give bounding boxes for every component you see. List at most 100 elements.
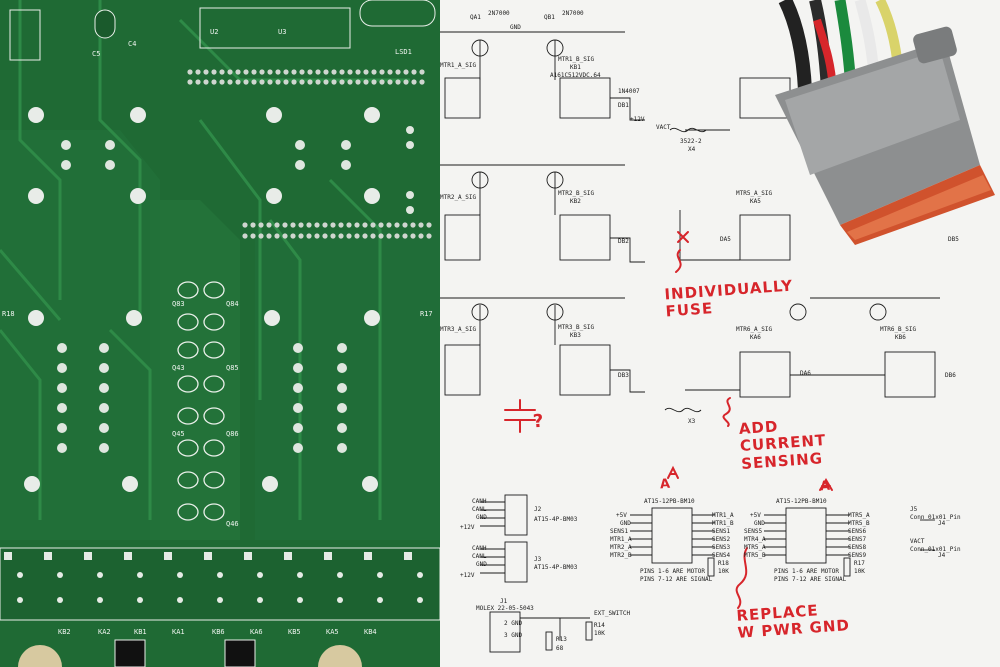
sch-label: 2N7000 xyxy=(562,10,584,17)
sch-label: 2N7000 xyxy=(488,10,510,17)
sch-label: DB6 xyxy=(945,372,956,379)
sch-label: J2 xyxy=(534,506,542,513)
sch-label: SENS1 xyxy=(610,528,629,535)
sch-label: SENS8 xyxy=(848,544,867,551)
sch-label: SENS5 xyxy=(744,528,763,535)
sch-label: VACT xyxy=(656,124,671,131)
sch-label: DB1 xyxy=(618,102,629,109)
sch-label: J4 xyxy=(938,520,946,527)
sch-label: J5 xyxy=(910,506,918,513)
note-question-mark: ? xyxy=(532,410,546,433)
sch-label: KA6 xyxy=(750,334,761,341)
sch-label: 10K xyxy=(854,568,865,575)
sch-label: J1 xyxy=(500,598,508,605)
sch-label: MTR3_A_SIG xyxy=(440,326,477,333)
sch-label: MTR1_A xyxy=(712,512,734,519)
sch-label: MTR2_B_SIG xyxy=(558,190,595,197)
sch-label: MOLEX 22-05-5043 xyxy=(476,605,534,612)
sch-label: R13 xyxy=(556,636,567,643)
sch-label: DB5 xyxy=(948,236,959,243)
sch-label: EXT_SWITCH xyxy=(594,610,631,617)
sch-label: CANH xyxy=(472,545,487,552)
pcb-artwork xyxy=(0,0,441,667)
sch-label: MTR1_B_SIG xyxy=(558,56,595,63)
sch-label: MTR6_A_SIG xyxy=(736,326,773,333)
pcb-label: R17 xyxy=(420,310,433,318)
sch-label: PINS 7-12 ARE SIGNAL xyxy=(640,576,713,583)
sch-label: GND xyxy=(754,520,765,527)
note-add-current-sensing: ADD CURRENT SENSING xyxy=(738,417,827,473)
pcb-label: KA1 xyxy=(172,628,185,636)
sch-label: GND xyxy=(476,514,487,521)
sch-label: 10K xyxy=(594,630,605,637)
sch-label: AT15-12PB-BM10 xyxy=(644,498,695,505)
sch-label: X3 xyxy=(688,418,696,425)
sch-label: QA1 xyxy=(470,14,481,21)
sch-label: DB3 xyxy=(618,372,629,379)
pcb-board: U2 U3 C5 C4 LSD1 R18 R17 Q83 Q84 Q43 Q85… xyxy=(0,0,441,667)
pcb-label: LSD1 xyxy=(395,48,412,56)
sch-label: SENS4 xyxy=(712,552,731,559)
pcb-label: U2 xyxy=(210,28,219,36)
sch-label: MTR4_A xyxy=(744,536,766,543)
sch-label: +5V xyxy=(750,512,761,519)
pcb-label: Q83 xyxy=(172,300,185,308)
pcb-label: KB2 xyxy=(58,628,71,636)
sch-label: MTR5_B xyxy=(848,520,870,527)
sch-label: X4 xyxy=(688,146,696,153)
sch-label: KB2 xyxy=(570,198,581,205)
sch-label: AT15-12PB-BM10 xyxy=(776,498,827,505)
sch-label: CANL xyxy=(472,553,487,560)
wire-connector xyxy=(755,0,1000,250)
sch-label: KB6 xyxy=(895,334,906,341)
sch-label: R18 xyxy=(718,560,729,567)
pcb-label: KB6 xyxy=(212,628,225,636)
sch-label: MTR2_B xyxy=(610,552,632,559)
sch-label: PINS 7-12 ARE SIGNAL xyxy=(774,576,847,583)
sch-label: J4 xyxy=(938,552,946,559)
sch-label: 3522-2 xyxy=(680,138,702,145)
sch-label: KB1 xyxy=(570,64,581,71)
sch-label: 2 GND xyxy=(504,620,523,627)
pcb-label: Q46 xyxy=(226,520,239,528)
pcb-label: Q84 xyxy=(226,300,239,308)
sch-label: GND xyxy=(620,520,631,527)
sch-label: GND xyxy=(476,561,487,568)
note-mark-a-right: A xyxy=(819,478,832,495)
sch-label: AT15-4P-BM03 xyxy=(534,564,578,571)
pcb-label: C4 xyxy=(128,40,137,48)
sch-label: MTR5_A_SIG xyxy=(736,190,773,197)
pcb-label: KB4 xyxy=(364,628,377,636)
sch-label: R14 xyxy=(594,622,605,629)
sch-label: KA5 xyxy=(750,198,761,205)
sch-label: MTR1_A xyxy=(610,536,632,543)
pcb-label: KA2 xyxy=(98,628,111,636)
sch-label: +12V xyxy=(460,524,475,531)
pcb-label: Q45 xyxy=(172,430,185,438)
sch-label: SENS1 xyxy=(712,528,731,535)
sch-label: Conn_01x01_Pin xyxy=(910,514,961,521)
sch-label: +5V xyxy=(616,512,627,519)
sch-label: MTR1_B xyxy=(712,520,734,527)
sch-label: PINS 1-6 ARE MOTOR xyxy=(640,568,706,575)
pcb-label: Q43 xyxy=(172,364,185,372)
pcb-label: C5 xyxy=(92,50,101,58)
sch-label: MTR6_B_SIG xyxy=(880,326,917,333)
sch-label: 68 xyxy=(556,645,564,652)
sch-label: CANL xyxy=(472,506,487,513)
sch-label: CANH xyxy=(472,498,487,505)
sch-label: MTR1_A_SIG xyxy=(440,62,477,69)
sch-label: SENS6 xyxy=(848,528,867,535)
sch-label: 1N4007 xyxy=(618,88,640,95)
pcb-label: R18 xyxy=(2,310,15,318)
pcb-label: Q86 xyxy=(226,430,239,438)
pcb-label: KA5 xyxy=(326,628,339,636)
sch-label: AT15-4P-BM03 xyxy=(534,516,578,523)
sch-label: MTR2_A_SIG xyxy=(440,194,477,201)
sch-label: J3 xyxy=(534,556,542,563)
sch-label: SENS3 xyxy=(712,544,731,551)
sch-label: SENS2 xyxy=(712,536,731,543)
sch-label: DA5 xyxy=(720,236,731,243)
sch-label: MTR2_A xyxy=(610,544,632,551)
